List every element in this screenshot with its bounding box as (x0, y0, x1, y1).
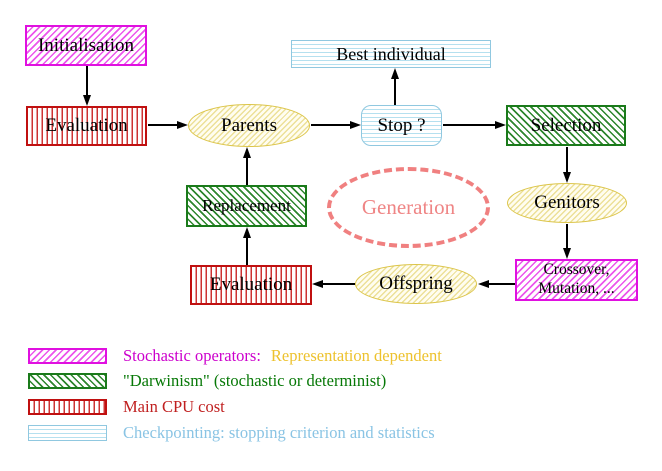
node-parents: Parents (188, 104, 310, 147)
legend-label-stochastic-operators: Stochastic operators: (123, 346, 261, 365)
arrow-offspring-to-eval-line (323, 283, 355, 285)
node-replacement: Replacement (186, 185, 307, 227)
legend-swatch-blue-stripes (28, 425, 107, 441)
node-evaluation-top: Evaluation (26, 106, 147, 146)
arrow-eval-to-parents-line (148, 124, 179, 126)
arrow-offspring-to-eval-head (312, 279, 323, 288)
legend-label-darwinism: "Darwinism" (stochastic or determinist) (123, 371, 387, 390)
arrow-parents-to-stop-head (350, 120, 361, 129)
arrow-stop-to-best-line (394, 78, 396, 105)
node-selection: Selection (506, 105, 626, 146)
node-initialisation: Initialisation (25, 25, 147, 66)
node-genitors: Genitors (507, 183, 627, 223)
arrow-replacement-to-parents-line (246, 157, 248, 185)
node-best-individual: Best individual (291, 40, 491, 68)
arrow-eval-to-replacement-line (246, 237, 248, 265)
arrow-selection-to-genitors-head (562, 172, 571, 183)
arrow-parents-to-stop-line (311, 124, 351, 126)
legend-row-checkpointing: Checkpointing: stopping criterion and st… (28, 423, 435, 443)
crossover-line: Crossover, (543, 261, 610, 279)
legend-label-checkpointing: Checkpointing: stopping criterion and st… (123, 423, 435, 442)
legend-swatch-magenta-hatch (28, 348, 107, 364)
legend-row-stochastic: Stochastic operators: Representation dep… (28, 346, 442, 366)
node-crossover-mutation: Crossover, Mutation, ... (515, 259, 638, 301)
arrow-eval-to-parents-head (177, 120, 188, 129)
legend-label-representation-dependent: Representation dependent (270, 346, 442, 365)
crossover-mutation-label: Crossover, Mutation, ... (538, 261, 614, 298)
arrow-eval-to-replacement-head (242, 227, 251, 238)
node-stop: Stop ? (361, 105, 442, 146)
arrow-init-to-eval-head (82, 95, 91, 106)
legend-label-main-cpu-cost: Main CPU cost (123, 397, 225, 416)
arrow-crossover-to-offspring-line (489, 283, 515, 285)
node-evaluation-bottom: Evaluation (190, 265, 312, 305)
arrow-crossover-to-offspring-head (478, 279, 489, 288)
legend-row-cpu-cost: Main CPU cost (28, 397, 225, 417)
node-offspring: Offspring (355, 264, 477, 304)
legend-swatch-green-hatch (28, 373, 107, 389)
arrow-genitors-to-crossover-line (566, 224, 568, 249)
mutation-line: Mutation, ... (538, 280, 615, 297)
arrow-selection-to-genitors-line (566, 147, 568, 173)
legend-swatch-red-stripes (28, 399, 107, 415)
legend-row-darwinism: "Darwinism" (stochastic or determinist) (28, 371, 386, 391)
arrow-stop-to-selection-line (443, 124, 496, 126)
arrow-replacement-to-parents-head (242, 147, 251, 158)
arrow-init-to-eval-line (86, 66, 88, 98)
arrow-stop-to-selection-head (495, 120, 506, 129)
node-generation: Generation (327, 167, 490, 248)
arrow-stop-to-best-head (390, 68, 399, 79)
arrow-genitors-to-crossover-head (562, 248, 571, 259)
